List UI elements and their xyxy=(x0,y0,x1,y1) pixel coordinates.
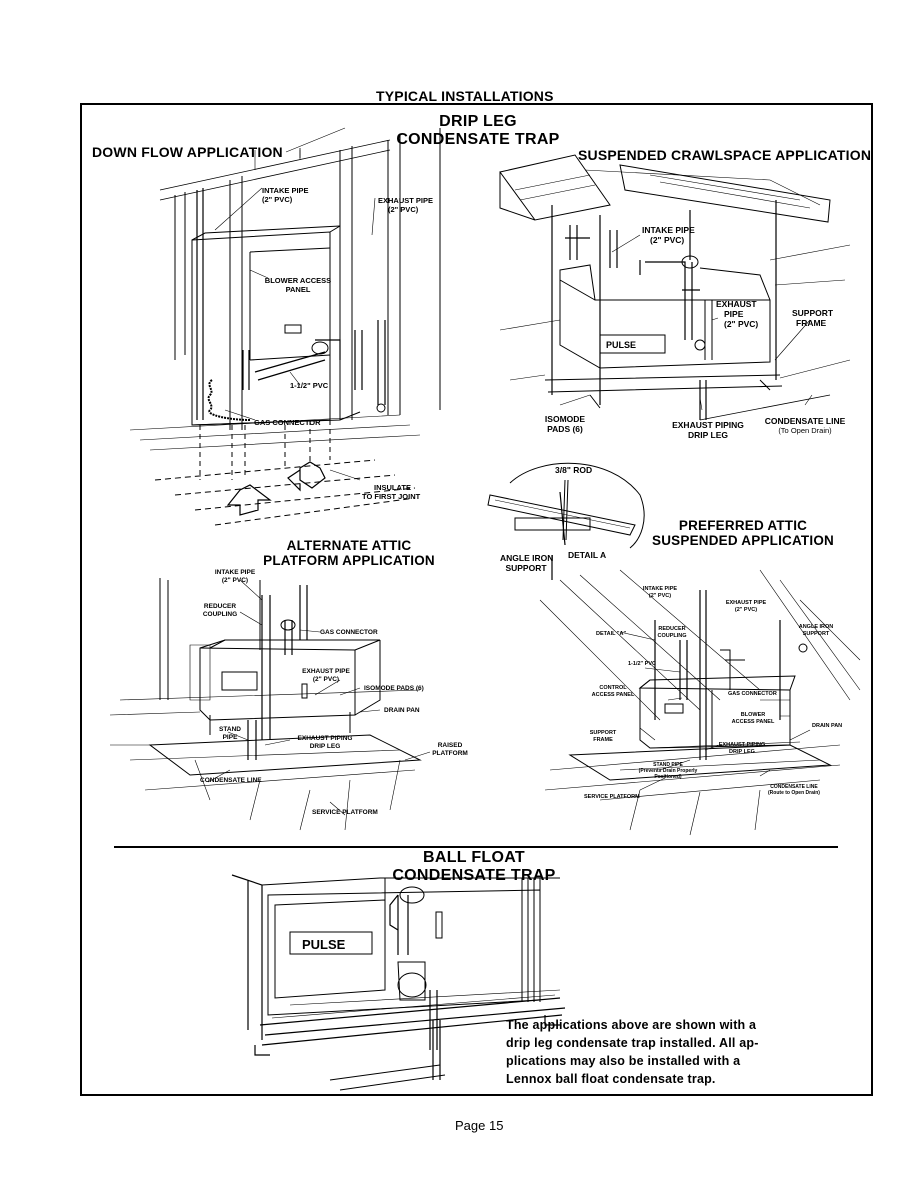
alt-condensate-label: CONDENSATE LINE xyxy=(200,777,262,784)
section-divider xyxy=(114,846,838,848)
crawlspace-illustration: PULSE xyxy=(500,155,850,420)
ball-float-note: The applications above are shown with a … xyxy=(506,1018,759,1086)
installations-frame xyxy=(80,103,873,1096)
alt-service-label: SERVICE PLATFORM xyxy=(312,809,378,816)
down-flow-title: DOWN FLOW APPLICATION xyxy=(92,144,283,160)
crawl-intake-label: INTAKE PIPE(2" PVC) xyxy=(642,225,695,245)
drip-leg-title: DRIP LEG CONDENSATE TRAP xyxy=(396,113,560,148)
svg-text:PULSE: PULSE xyxy=(606,340,636,350)
down-flow-pvc-label: 1-1/2" PVC xyxy=(290,381,329,390)
alt-attic-illustration xyxy=(110,578,430,830)
crawl-condensate-label: CONDENSATE LINE(To Open Drain) xyxy=(764,416,846,435)
pref-detail-a-label: DETAIL "A" xyxy=(596,631,627,637)
ball-float-illustration: PULSE xyxy=(232,875,565,1090)
alt-drain-pan-label: DRAIN PAN xyxy=(384,707,420,714)
alt-isomode-label: ISOMODE PADS (6) xyxy=(364,685,424,692)
pref-exhaust-label: EXHAUST PIPE(2" PVC) xyxy=(725,600,767,613)
svg-text:PULSE: PULSE xyxy=(302,937,346,952)
pref-drain-pan-label: DRAIN PAN xyxy=(812,723,843,729)
down-flow-exhaust-label: EXHAUST PIPE(2" PVC) xyxy=(378,196,434,214)
pref-pvc-label: 1-1/2" PVC xyxy=(628,661,656,667)
alt-intake-label: INTAKE PIPE(2" PVC) xyxy=(214,569,256,584)
alt-gas-label: GAS CONNECTOR xyxy=(320,629,378,636)
pref-gas-label: GAS CONNECTOR xyxy=(728,691,777,697)
pref-condensate-label: CONDENSATE LINE(Route to Open Drain) xyxy=(768,784,820,796)
ball-float-title: BALL FLOAT CONDENSATE TRAP xyxy=(392,849,556,884)
down-flow-illustration xyxy=(130,128,440,525)
page-title: TYPICAL INSTALLATIONS xyxy=(376,88,554,104)
pref-service-label: SERVICE PLATFORM xyxy=(584,794,640,800)
alt-exhaust-label: EXHAUST PIPE(2" PVC) xyxy=(302,668,350,683)
crawlspace-title: SUSPENDED CRAWLSPACE APPLICATION xyxy=(578,147,872,163)
detail-a-caption: DETAIL A xyxy=(568,550,607,560)
page-number: Page 15 xyxy=(455,1118,504,1133)
pref-intake-label: INTAKE PIPE(2" PVC) xyxy=(642,586,678,599)
detail-a-rod-label: 3/8" ROD xyxy=(555,465,593,475)
down-flow-intake-label: INTAKE PIPE(2" PVC) xyxy=(262,186,309,204)
pref-attic-illustration xyxy=(540,570,860,835)
down-flow-gas-label: GAS CONNECTOR xyxy=(254,418,321,427)
detail-a-illustration xyxy=(488,463,644,580)
